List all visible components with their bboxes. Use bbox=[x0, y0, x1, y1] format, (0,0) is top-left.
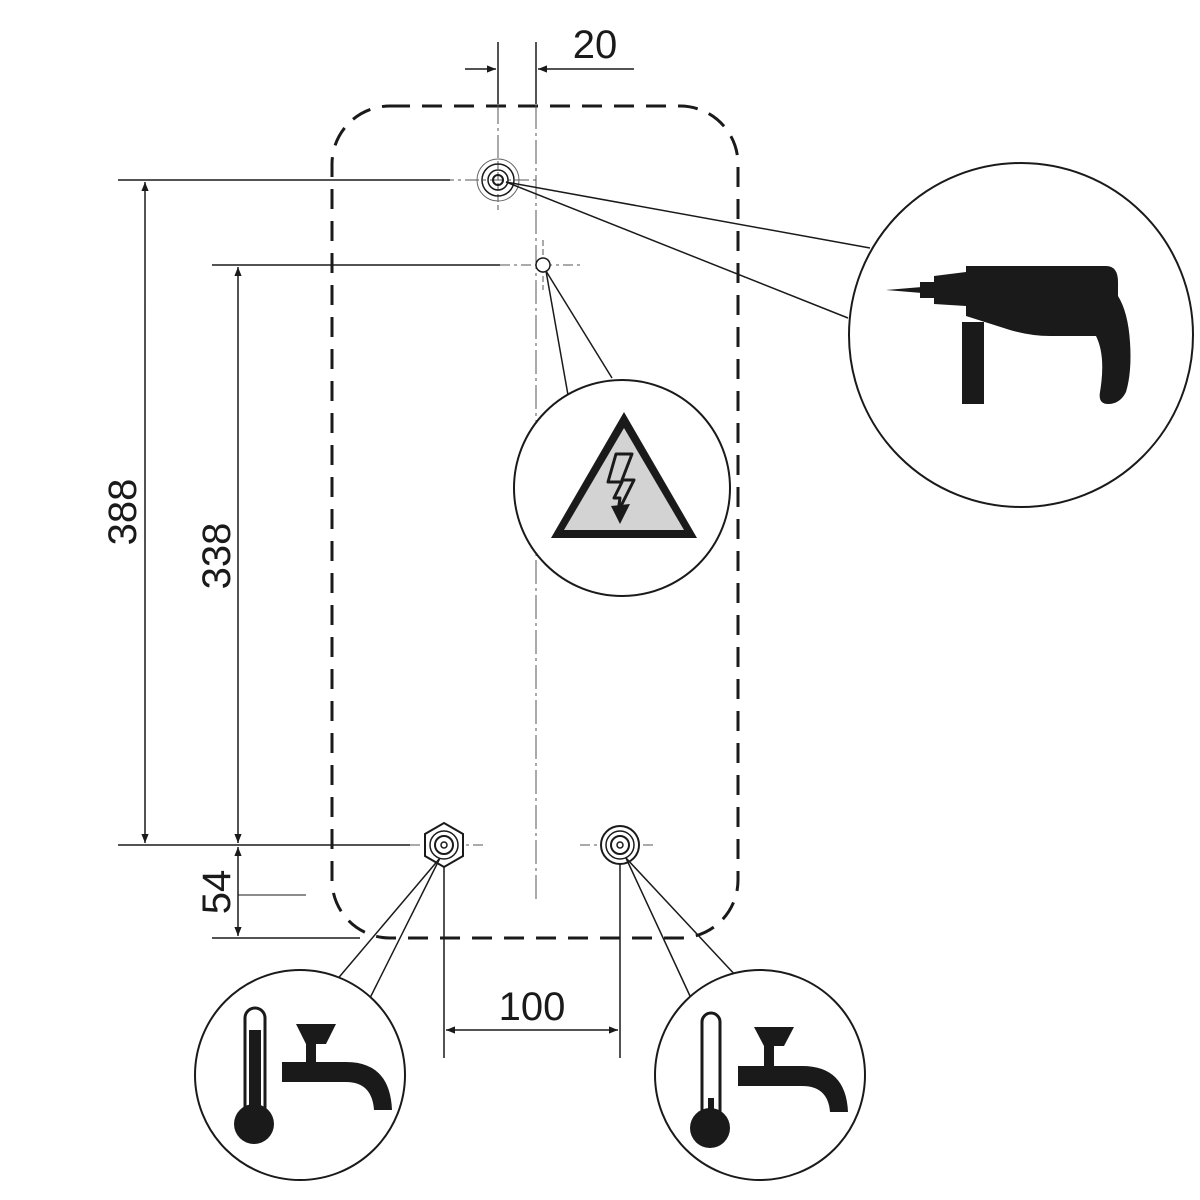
dimension-height-mount bbox=[118, 179, 450, 846]
cable-entry-point bbox=[535, 257, 551, 273]
hazard-callout bbox=[513, 379, 731, 597]
hot-water-callout bbox=[194, 969, 406, 1181]
dimension-label-20: 20 bbox=[573, 23, 618, 67]
cold-water-inlet-icon bbox=[690, 1011, 848, 1148]
dimension-label-54: 54 bbox=[195, 870, 239, 915]
dimension-height-pipe bbox=[212, 847, 360, 939]
drill-callout bbox=[848, 162, 1194, 508]
appliance-outline bbox=[330, 104, 740, 940]
dimension-height-cable bbox=[212, 264, 500, 843]
drill-icon bbox=[886, 266, 1131, 404]
electric-hazard-warning-icon bbox=[551, 412, 697, 538]
cold-water-connection bbox=[600, 825, 640, 865]
dimension-offset-top bbox=[465, 42, 634, 104]
hot-water-connection bbox=[424, 821, 464, 869]
cold-water-callout bbox=[654, 969, 866, 1181]
dimension-label-388: 388 bbox=[101, 479, 145, 546]
dimension-pipe-spacing bbox=[443, 862, 621, 1058]
dimension-label-338: 338 bbox=[195, 523, 239, 590]
dimension-label-100: 100 bbox=[499, 985, 566, 1029]
hot-water-outlet-icon bbox=[234, 1006, 392, 1144]
callout-leaders bbox=[334, 181, 871, 999]
mounting-hole bbox=[476, 158, 520, 202]
